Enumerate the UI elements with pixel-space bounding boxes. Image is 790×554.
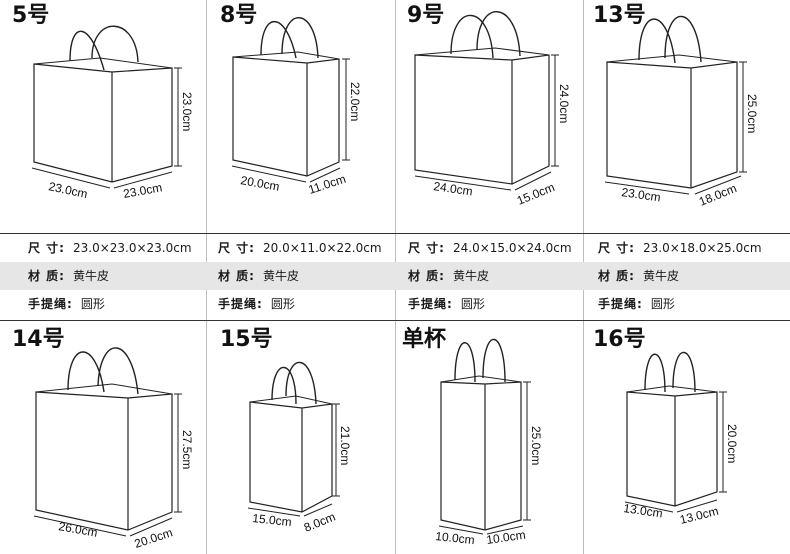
spec-size: 尺 寸: 23.0×23.0×23.0cm [28, 234, 192, 262]
bag-title: 5号 [12, 3, 50, 28]
spec-handle: 手提绳: 圆形 [408, 290, 485, 318]
handle-value: 圆形 [80, 297, 105, 311]
height-label: 25.0cm [745, 94, 759, 133]
bag-illustration: 27.5cm 26.0cm 20.0cm [0, 320, 194, 551]
width-label: 13.0cm [623, 501, 664, 520]
height-label: 27.5cm [180, 430, 194, 469]
handle-label: 手提绳: [598, 297, 643, 311]
bag-illustration: 22.0cm 20.0cm 11.0cm [206, 0, 362, 197]
spec-material: 材 质: 黄牛皮 [598, 262, 679, 290]
bag-title: 14号 [12, 327, 65, 352]
spec-handle: 手提绳: 圆形 [598, 290, 675, 318]
material-label: 材 质: [28, 269, 65, 283]
spec-handle: 手提绳: 圆形 [218, 290, 295, 318]
handle-value: 圆形 [270, 297, 295, 311]
width-label: 23.0cm [47, 179, 88, 201]
bag-title: 9号 [407, 3, 445, 28]
size-value: 23.0×18.0×25.0cm [642, 241, 762, 255]
spec-material: 材 质: 黄牛皮 [408, 262, 489, 290]
height-label: 25.0cm [529, 426, 543, 465]
height-label: 23.0cm [180, 92, 194, 131]
size-label: 尺 寸: [218, 241, 255, 255]
handle-label: 手提绳: [218, 297, 263, 311]
spec-top-rule [0, 233, 790, 234]
material-value: 黄牛皮 [262, 269, 299, 283]
handle-value: 圆形 [460, 297, 485, 311]
handle-value: 圆形 [650, 297, 675, 311]
spec-bottom-rule [0, 320, 790, 321]
height-label: 24.0cm [557, 84, 571, 123]
height-label: 21.0cm [338, 426, 352, 465]
depth-label: 15.0cm [515, 180, 557, 208]
size-value: 24.0×15.0×24.0cm [452, 241, 572, 255]
size-value: 20.0×11.0×22.0cm [262, 241, 382, 255]
spec-handle: 手提绳: 圆形 [28, 290, 105, 318]
height-label: 20.0cm [725, 424, 739, 463]
size-label: 尺 寸: [28, 241, 65, 255]
depth-label: 13.0cm [678, 504, 720, 527]
width-label: 15.0cm [252, 511, 293, 529]
bag-title: 15号 [220, 327, 273, 352]
size-label: 尺 寸: [408, 241, 445, 255]
material-label: 材 质: [408, 269, 445, 283]
width-label: 20.0cm [239, 173, 280, 194]
material-value: 黄牛皮 [452, 269, 489, 283]
bag-illustration: 24.0cm 24.0cm 15.0cm [395, 0, 571, 208]
depth-label: 10.0cm [485, 528, 526, 547]
bag-title: 13号 [593, 3, 646, 28]
height-label: 22.0cm [348, 82, 362, 121]
spec-size: 尺 寸: 23.0×18.0×25.0cm [598, 234, 762, 262]
material-label: 材 质: [218, 269, 255, 283]
spec-material: 材 质: 黄牛皮 [28, 262, 109, 290]
depth-label: 8.0cm [302, 510, 338, 535]
depth-label: 11.0cm [307, 172, 348, 197]
width-label: 23.0cm [621, 185, 662, 204]
material-value: 黄牛皮 [642, 269, 679, 283]
bag-illustration: 25.0cm 23.0cm 18.0cm [583, 0, 759, 209]
spec-size: 尺 寸: 20.0×11.0×22.0cm [218, 234, 382, 262]
depth-label: 20.0cm [133, 525, 175, 550]
material-value: 黄牛皮 [72, 269, 109, 283]
width-label: 10.0cm [435, 529, 476, 547]
bag-title: 8号 [220, 3, 258, 28]
bag-illustration: 23.0cm 23.0cm 23.0cm [0, 0, 194, 201]
size-value: 23.0×23.0×23.0cm [72, 241, 192, 255]
bag-illustration: 21.0cm 15.0cm 8.0cm [206, 320, 352, 535]
material-label: 材 质: [598, 269, 635, 283]
width-label: 24.0cm [433, 179, 474, 198]
bag-title: 16号 [593, 327, 646, 352]
depth-label: 23.0cm [122, 180, 163, 201]
spec-size: 尺 寸: 24.0×15.0×24.0cm [408, 234, 572, 262]
spec-row-material [0, 262, 790, 290]
handle-label: 手提绳: [28, 297, 73, 311]
bag-illustration: 25.0cm 10.0cm 10.0cm [435, 320, 543, 547]
size-label: 尺 寸: [598, 241, 635, 255]
bag-title: 单杯 [402, 327, 447, 352]
spec-material: 材 质: 黄牛皮 [218, 262, 299, 290]
bag-illustration: 20.0cm 13.0cm 13.0cm [623, 320, 739, 527]
width-label: 26.0cm [57, 519, 98, 540]
handle-label: 手提绳: [408, 297, 453, 311]
